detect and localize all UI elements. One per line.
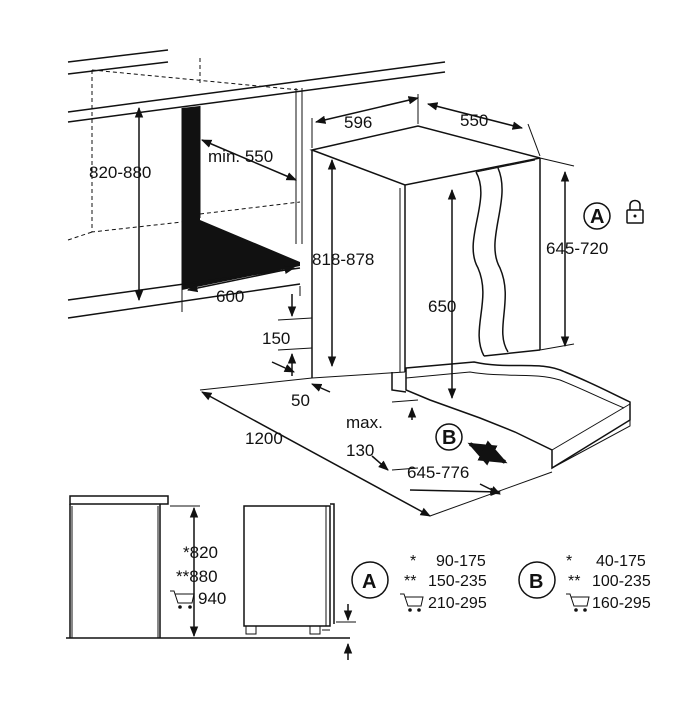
table-a: A * 90-175 ** 150-235 210-295	[351, 553, 487, 612]
side-height-3: 940	[198, 589, 226, 608]
dim-645-720: 645-720	[546, 239, 608, 258]
table-b-range-1: 40-175	[596, 553, 646, 570]
dim-818-878: 818-878	[312, 250, 374, 269]
table-a-mark-2: **	[404, 573, 416, 590]
marker-a: A	[583, 202, 611, 230]
side-height-1: *820	[183, 543, 218, 562]
dim-550: 550	[460, 111, 488, 130]
table-a-range-1: 90-175	[436, 553, 486, 570]
table-b-range-2: 100-235	[592, 573, 651, 590]
door-panel	[405, 167, 631, 470]
dim-50: 50	[291, 391, 310, 410]
table-a-range-3: 210-295	[428, 595, 487, 612]
marker-b: B	[435, 423, 463, 451]
side-view-front	[66, 495, 350, 639]
table-a-range-2: 150-235	[428, 573, 487, 590]
dim-596: 596	[344, 113, 372, 132]
niche-opening	[67, 88, 303, 319]
cart-icon	[566, 593, 590, 612]
cart-icon	[400, 593, 424, 612]
marker-b-letter: B	[442, 427, 456, 449]
marker-a-letter: A	[590, 206, 604, 228]
dim-130: 130	[346, 441, 374, 460]
dim-820-880: 820-880	[89, 163, 151, 182]
table-b-mark-1: *	[566, 553, 572, 570]
dim-600: 600	[216, 287, 244, 306]
table-a-mark-1: *	[410, 553, 416, 570]
dim-150: 150	[262, 329, 290, 348]
worktop	[67, 49, 446, 241]
table-b-range-3: 160-295	[592, 595, 651, 612]
dim-645-776: 645-776	[407, 463, 469, 482]
dim-max: max.	[346, 413, 383, 432]
dim-min-550: min. 550	[208, 147, 273, 166]
dim-650: 650	[428, 297, 456, 316]
table-b-mark-2: **	[568, 573, 580, 590]
lock-icon	[626, 199, 644, 224]
side-view-dims	[170, 505, 356, 660]
side-height-2: **880	[176, 567, 218, 586]
dim-1200: 1200	[245, 429, 283, 448]
side-view-section	[243, 503, 335, 635]
table-a-letter: A	[362, 571, 376, 593]
table-b: B * 40-175 ** 100-235 160-295	[518, 553, 651, 612]
dim-lines	[134, 94, 575, 517]
cart-icon	[170, 590, 195, 609]
table-b-letter: B	[529, 571, 543, 593]
